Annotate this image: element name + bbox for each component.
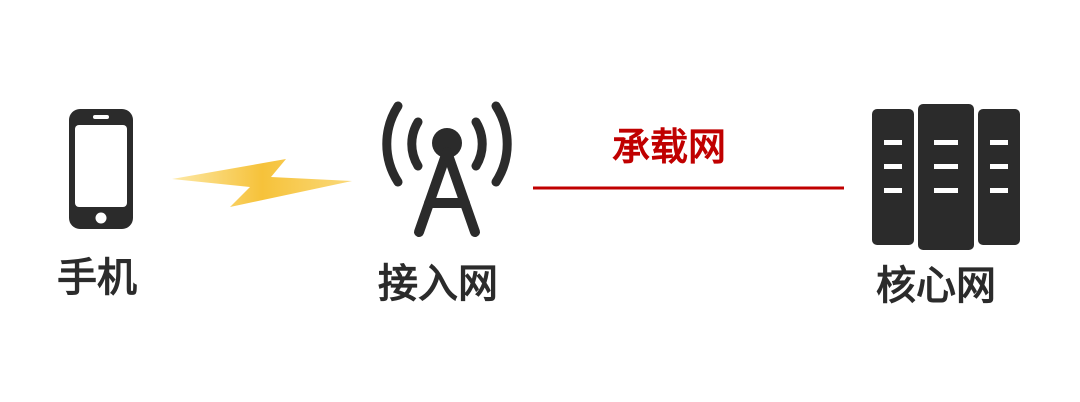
core-network-label: 核心网 [876,263,996,309]
bearer-network-label: 承载网 [612,125,727,169]
smartphone-icon [69,109,133,229]
lightning-bolt-icon [172,159,352,207]
bearer-network-line [533,186,844,190]
access-network-label: 接入网 [378,261,498,307]
phone-label: 手机 [57,255,137,301]
cell-tower-icon [382,101,512,237]
server-rack-icon [872,104,1020,250]
